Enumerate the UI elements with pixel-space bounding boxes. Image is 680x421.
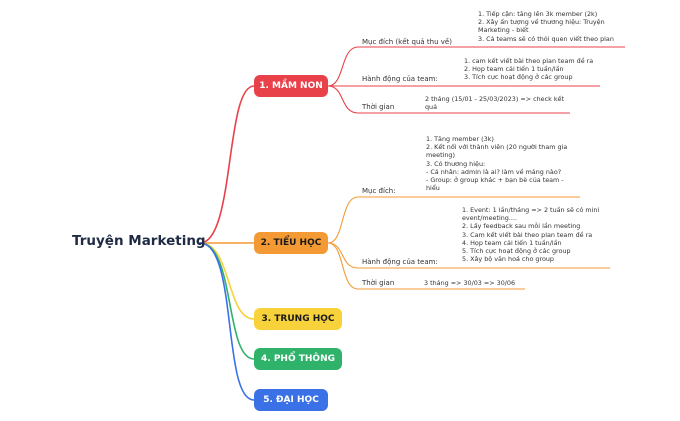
mn-hanh-dong-line: 1. cam kết viết bài theo plan team đề ra (464, 57, 594, 65)
mn-muc-dich-label[interactable]: Mục đích (kết quả thu về) (362, 38, 452, 46)
mn-muc-dich-text: 1. Tiếp cận: tăng lên 3k member (2k) 2. … (478, 10, 614, 43)
th-muc-dich-label[interactable]: Mục đích: (362, 187, 396, 195)
mn-muc-dich-line: Marketing - biết (478, 26, 529, 35)
node-pho-thong[interactable]: 4. PHỔ THÔNG (254, 348, 342, 370)
mn-muc-dich-line: 2. Xây ấn tượng về thương hiệu: Truyện (478, 18, 605, 27)
th-thoi-gian-text: 3 tháng => 30/03 => 30/06 (424, 279, 515, 287)
connector-mn-thoi-gian (327, 85, 425, 114)
th-muc-dich-line: 3. Có thương hiệu: (426, 159, 486, 168)
node-mam-non[interactable]: 1. MẦM NON (254, 75, 328, 97)
th-muc-dich-line: - Group: ở group khác + bạn bè của team … (426, 176, 564, 185)
th-hanh-dong-label[interactable]: Hành động của team: (362, 258, 438, 266)
th-hanh-dong-line: 5. Tích cực hoạt động ở các group (462, 247, 571, 256)
th-muc-dich-text: 1. Tăng member (3k) 2. Kết nối với thành… (426, 135, 567, 192)
th-hanh-dong-line: 1. Event: 1 lần/tháng => 2 tuần sẽ có mi… (462, 206, 600, 214)
root-topic[interactable]: Truyện Marketing (72, 233, 206, 249)
connector-th-muc-dich (327, 196, 425, 244)
mn-hanh-dong-text: 1. cam kết viết bài theo plan team đề ra… (464, 57, 593, 82)
mn-thoi-gian-text: 2 tháng (15/01 - 25/03/2023) => check kế… (425, 95, 564, 111)
connector-th-thoi-gian (327, 242, 420, 290)
mn-hanh-dong-label[interactable]: Hành động của team: (362, 75, 438, 83)
mn-hanh-dong-line: 3. Tích cực hoạt động ở các group (464, 73, 573, 82)
th-muc-dich-line: 1. Tăng member (3k) (426, 135, 494, 143)
th-thoi-gian-line: 3 tháng => 30/03 => 30/06 (424, 279, 516, 287)
th-muc-dich-line: meeting) (426, 151, 455, 160)
mn-thoi-gian-line: 2 tháng (15/01 - 25/03/2023) => check kế… (425, 95, 564, 103)
node-trung-hoc[interactable]: 3. TRUNG HỌC (254, 308, 342, 330)
th-hanh-dong-line: 5. Xây bộ văn hoá cho group (462, 255, 554, 264)
mn-muc-dich-line: 1. Tiếp cận: tăng lên 3k member (2k) (478, 10, 598, 18)
th-muc-dich-line: hiểu (426, 184, 440, 193)
th-hanh-dong-line: 3. Cam kết viết bài theo plan team đề ra (462, 230, 593, 239)
mn-thoi-gian-line: quả (425, 103, 438, 112)
th-hanh-dong-line: 4. Họp team cải tiến 1 tuần/lần (462, 238, 562, 247)
th-muc-dich-line: 2. Kết nối với thành viên (20 người tham… (426, 143, 568, 152)
mn-hanh-dong-line: 2. Họp team cải tiến 1 tuần/lần (464, 65, 564, 74)
mn-thoi-gian-label[interactable]: Thời gian (362, 103, 395, 111)
branch-line-1 (199, 85, 255, 244)
th-hanh-dong-line: event/meeting.... (462, 214, 517, 223)
th-hanh-dong-line: 2. Lấy feedback sau mỗi lần meeting (462, 222, 581, 231)
th-hanh-dong-text: 1. Event: 1 lần/tháng => 2 tuần sẽ có mi… (462, 206, 599, 263)
branch-line-5 (199, 242, 255, 401)
th-thoi-gian-label[interactable]: Thời gian (362, 279, 395, 287)
th-muc-dich-line: - Cá nhân: admin là ai? làm về mảng nào? (426, 167, 562, 176)
connector-mn-muc-dich (327, 46, 450, 87)
node-dai-hoc[interactable]: 5. ĐẠI HỌC (254, 389, 328, 411)
node-tieu-hoc[interactable]: 2. TIỂU HỌC (254, 232, 328, 254)
mn-muc-dich-line: 3. Cả teams sẽ có thói quen viết theo pl… (478, 34, 614, 43)
